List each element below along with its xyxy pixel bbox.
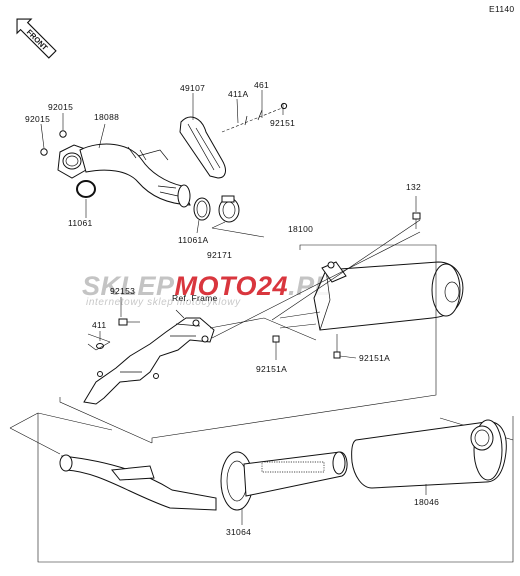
front-arrow-icon: FRONT [16, 18, 57, 59]
bolt-92151A-drawings [272, 334, 357, 360]
label-31064: 31064 [226, 527, 251, 537]
bottom-frame-lines [9, 412, 514, 563]
front-arrow-label: FRONT [25, 28, 50, 53]
header-pipe-drawing [57, 143, 191, 208]
label-11061: 11061 [68, 218, 93, 228]
muffler-18046-drawing [351, 419, 507, 495]
diagram-code: E1140 [489, 4, 514, 14]
label-92015-a: 92015 [48, 102, 73, 112]
gasket-11061-drawing [76, 180, 96, 198]
label-18100: 18100 [288, 224, 313, 234]
label-411: 411 [92, 320, 106, 330]
gasket-11061A-drawing [193, 197, 211, 221]
watermark-text-red: MOTO [175, 271, 258, 301]
bolt-92153-drawing [118, 297, 140, 326]
assembly-frame-lines [59, 219, 437, 444]
subframe-drawing [83, 317, 215, 405]
label-ref-frame: Ref. Frame [172, 293, 218, 303]
tail-pipe-drawing [59, 454, 217, 511]
washer-411-drawing [96, 331, 104, 349]
label-411A: 411A [228, 89, 248, 99]
silencer-assembly-drawing [313, 261, 464, 331]
label-18046: 18046 [414, 497, 439, 507]
watermark-text-red2: 24 [256, 271, 288, 301]
bolt-92015-drawings [40, 130, 67, 156]
label-92151A-left: 92151A [256, 364, 287, 374]
bolt-132-drawing [412, 196, 421, 229]
muffler-insert-31064-drawing [220, 451, 348, 525]
top-leader-lines [40, 90, 284, 238]
heat-guard-49107-drawing [179, 116, 226, 179]
clamp-92171-drawing [218, 195, 240, 223]
clamp-band-drawing [221, 102, 288, 133]
watermark-text-grey: SKLEP [82, 271, 175, 301]
label-92153: 92153 [110, 286, 135, 296]
label-49107: 49107 [180, 83, 205, 93]
label-11061A: 11061A [178, 235, 209, 245]
label-92151-top: 92151 [270, 118, 295, 128]
label-92015-b: 92015 [25, 114, 50, 124]
label-92171: 92171 [207, 250, 232, 260]
label-461: 461 [254, 80, 269, 90]
label-132: 132 [406, 182, 421, 192]
label-92151A-right: 92151A [359, 353, 390, 363]
watermark-subtitle: internetowy sklep motocyklowy [86, 297, 241, 308]
label-18088: 18088 [94, 112, 119, 122]
